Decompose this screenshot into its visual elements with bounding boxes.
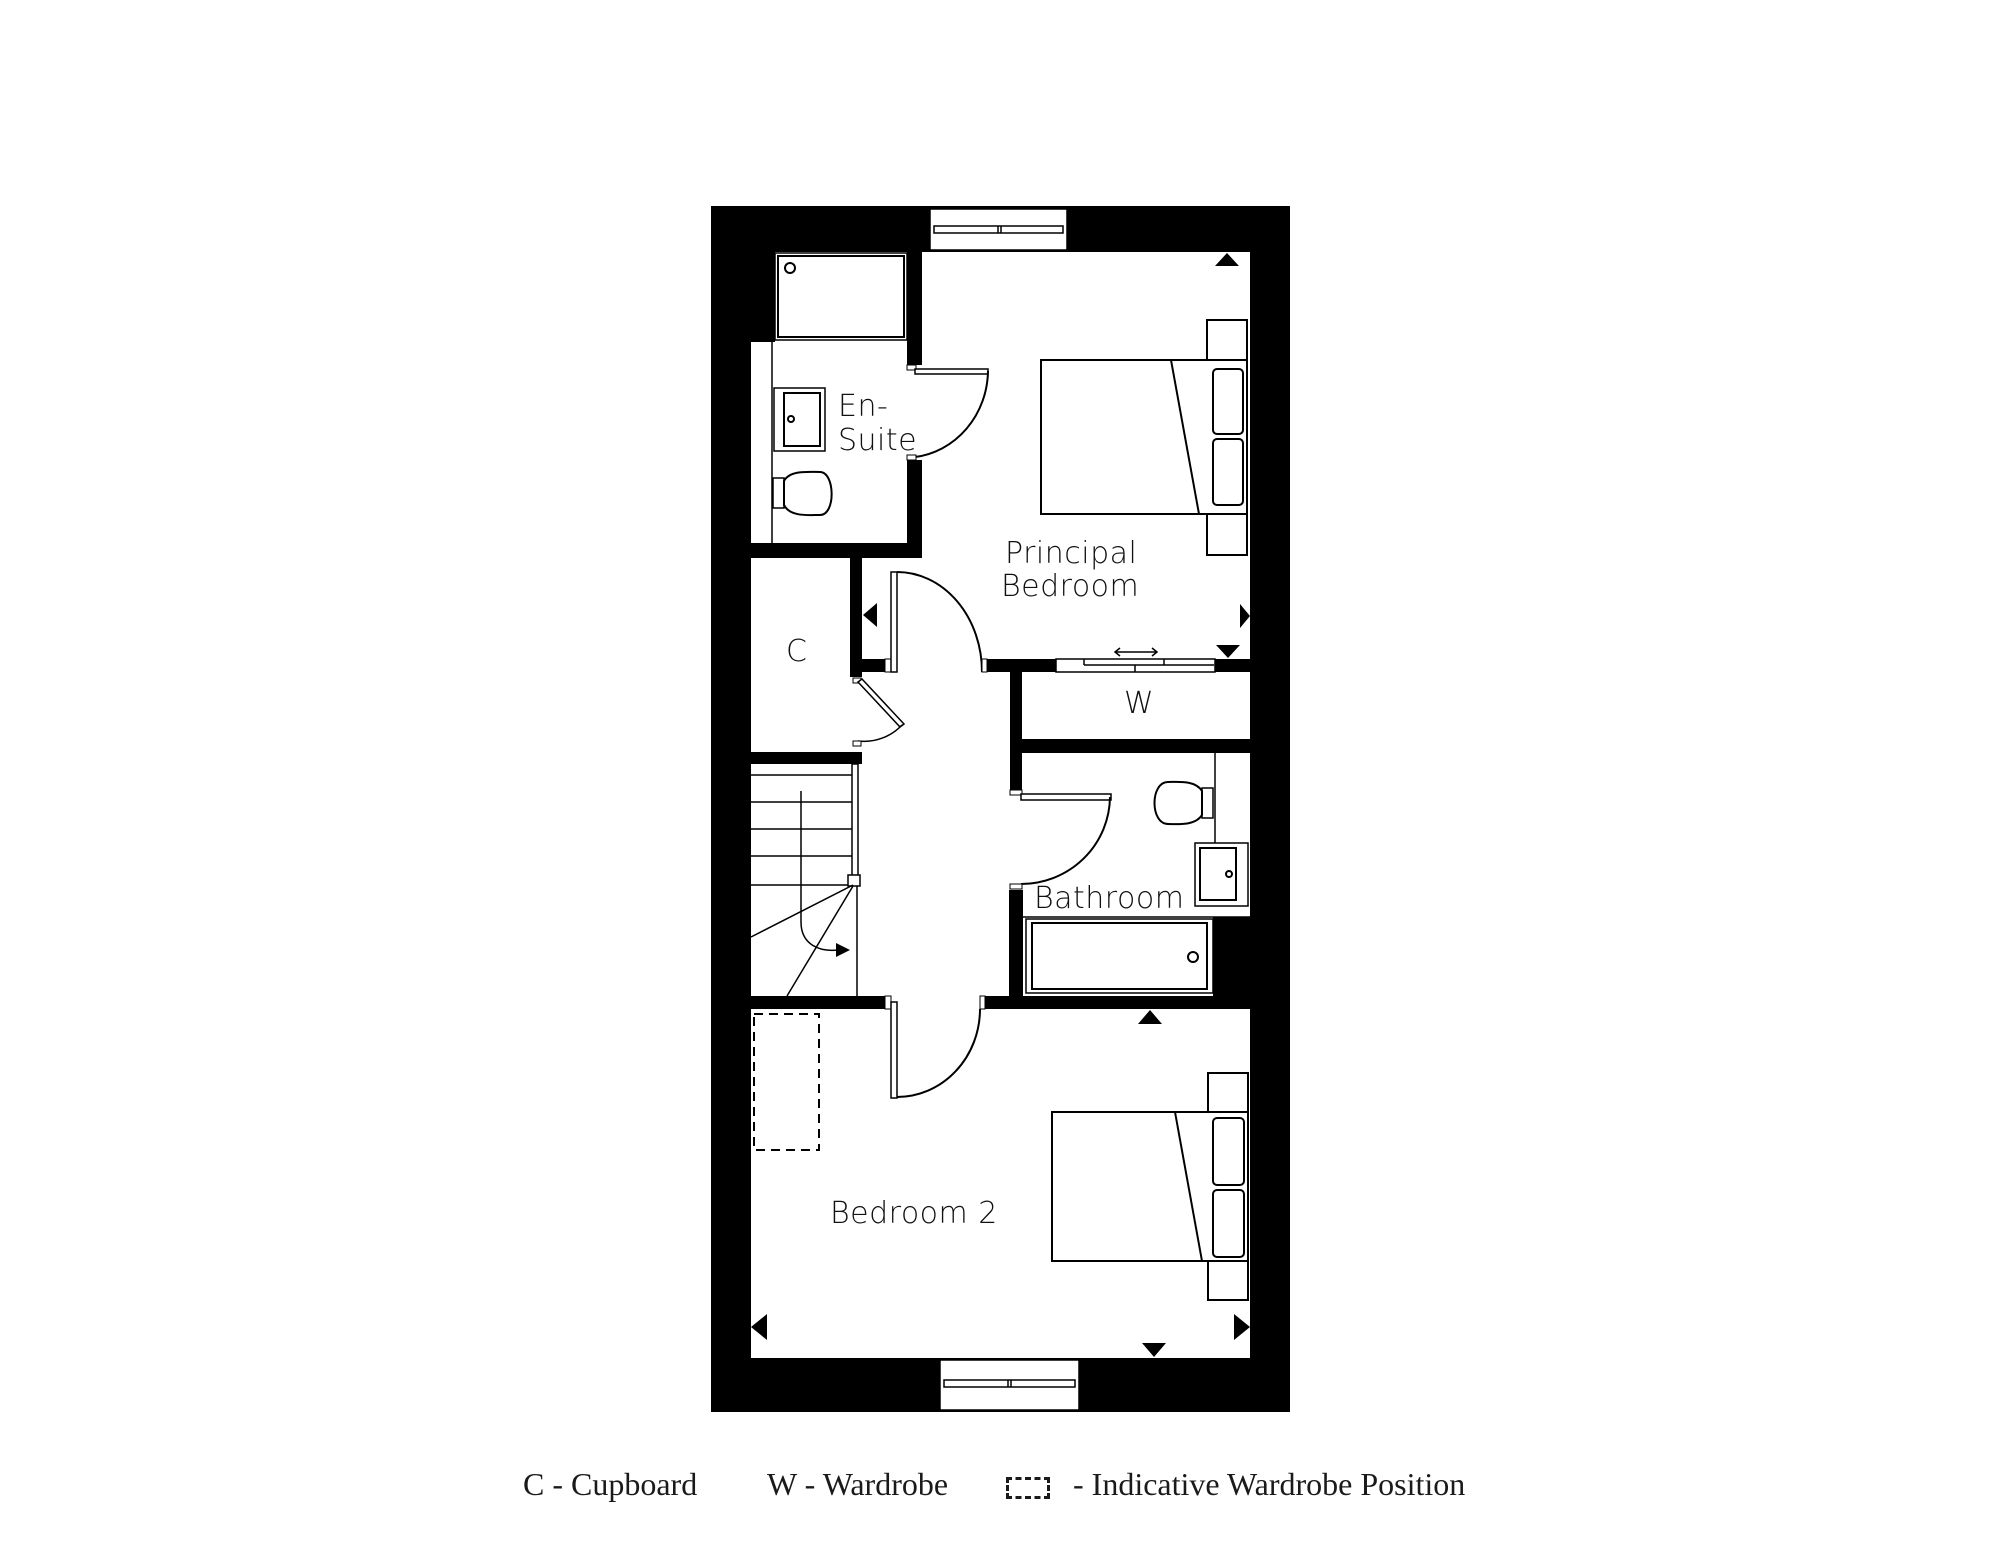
principal-bedroom: Principal Bedroom	[1001, 253, 1250, 658]
bath-icon	[1025, 918, 1214, 994]
cupboard-door	[852, 677, 906, 747]
marker-right-icon	[1240, 604, 1250, 628]
window-bottom	[939, 1359, 1080, 1411]
sink-icon	[773, 387, 826, 452]
legend-indicative-wardrobe: - Indicative Wardrobe Position	[1073, 1466, 1466, 1502]
principal-bedroom-label-line2: Bedroom	[1001, 569, 1139, 604]
stair-direction-arrow-icon	[800, 791, 839, 952]
shower-tray-icon	[774, 252, 908, 341]
marker-down-icon	[1142, 1343, 1166, 1357]
bedroom-2-walls	[751, 996, 1250, 1009]
en-suite: En- Suite	[751, 252, 989, 558]
en-suite-label-line1: En-	[838, 389, 888, 424]
bed-icon	[1051, 1072, 1249, 1301]
bathroom-label: Bathroom	[1034, 881, 1184, 916]
toilet-icon	[1153, 780, 1214, 826]
double-arrow-icon	[1113, 647, 1159, 657]
sliding-wardrobe-door	[1055, 658, 1216, 673]
en-suite-door	[906, 364, 989, 461]
staircase	[750, 763, 861, 997]
cupboard: C	[751, 558, 906, 764]
cupboard-label: C	[786, 634, 807, 669]
principal-bedroom-label-line1: Principal	[1005, 536, 1137, 571]
legend-wardrobe: W - Wardrobe	[767, 1466, 949, 1502]
bedroom-2-door	[884, 995, 986, 1099]
toilet-icon	[772, 470, 833, 517]
bathroom-door	[1009, 789, 1112, 890]
marker-left-icon	[863, 603, 877, 627]
wardrobe-label: W	[1124, 686, 1154, 721]
sink-icon	[1194, 842, 1249, 907]
marker-right-icon	[1234, 1314, 1250, 1340]
legend: C - Cupboard W - Wardrobe - Indicative W…	[0, 1466, 2000, 1506]
marker-up-icon	[1138, 1010, 1162, 1024]
marker-down-icon	[1216, 645, 1240, 658]
indicative-wardrobe-outline	[753, 1013, 820, 1151]
principal-bedroom-door	[884, 571, 988, 673]
wardrobe: W	[987, 647, 1250, 790]
window-top	[929, 208, 1068, 251]
bathroom: Bathroom	[1009, 753, 1250, 1009]
marker-up-icon	[1215, 253, 1239, 266]
legend-cupboard: C - Cupboard	[523, 1466, 698, 1502]
dashed-box-icon	[1006, 1477, 1050, 1499]
bedroom-2-label: Bedroom 2	[830, 1196, 998, 1231]
en-suite-label-line2: Suite	[838, 423, 917, 458]
bed-icon	[1040, 319, 1248, 556]
bedroom-2: Bedroom 2	[751, 1010, 1250, 1357]
marker-left-icon	[751, 1314, 767, 1340]
